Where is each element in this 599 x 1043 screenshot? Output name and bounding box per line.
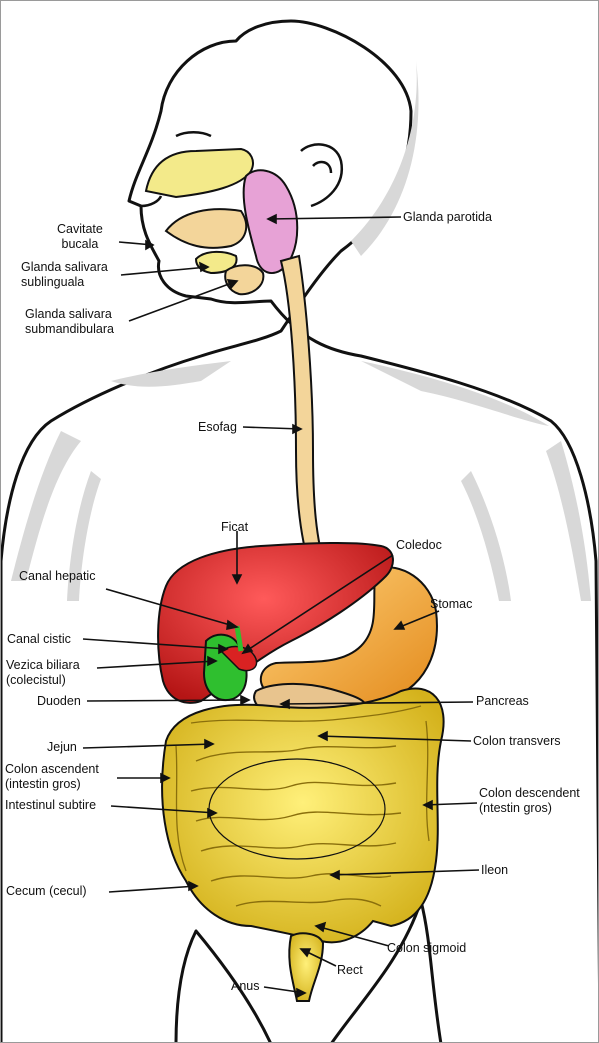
label-ficat: Ficat [221, 520, 249, 534]
label-esofag: Esofag [198, 420, 237, 434]
label-vezica-biliara-line2: (colecistul) [6, 673, 66, 687]
tongue [164, 208, 248, 249]
label-colon-descendent-line1: Colon descendent [479, 786, 580, 800]
ear [300, 143, 344, 208]
label-glanda-sublinguala: Glanda salivara sublinguala [21, 260, 108, 290]
rectum [288, 932, 325, 1002]
label-glanda-parotida: Glanda parotida [403, 210, 492, 224]
label-colon-ascendent-line1: Colon ascendent [5, 762, 99, 776]
label-stomac: Stomac [430, 597, 473, 611]
label-colon-ascendent-line2: (intestin gros) [5, 777, 81, 791]
leader-lines [82, 213, 480, 999]
label-glanda-submandibulara-line1: Glanda salivara [25, 307, 112, 321]
label-cecum: Cecum (cecul) [6, 884, 87, 898]
label-glanda-sublinguala-line2: sublinguala [21, 275, 85, 289]
label-glanda-submandibulara: Glanda salivara submandibulara [25, 307, 114, 337]
label-jejun: Jejun [47, 740, 77, 754]
label-cavitate-bucala-line2: bucala [61, 237, 99, 251]
body-outline [1, 19, 598, 1042]
label-colon-ascendent: Colon ascendent (intestin gros) [5, 762, 99, 792]
label-colon-descendent-line2: (ntestin gros) [479, 801, 552, 815]
label-colon-descendent: Colon descendent (ntestin gros) [479, 786, 580, 816]
label-vezica-biliara: Vezica biliara (colecistul) [6, 658, 80, 688]
label-colon-sigmoid: Colon sigmoid [387, 941, 467, 955]
label-pancreas: Pancreas [476, 694, 529, 708]
label-anus: Anus [231, 979, 260, 993]
small-intestine-coils [190, 745, 402, 907]
bile-duct [234, 625, 244, 652]
label-glanda-submandibulara-line2: submandibulara [25, 322, 114, 336]
label-rect: Rect [337, 963, 363, 977]
label-ileon: Ileon [481, 863, 509, 877]
label-intestinul-subtire: Intestinul subtire [5, 798, 97, 812]
colon [161, 687, 445, 944]
label-glanda-sublinguala-line1: Glanda salivara [21, 260, 108, 274]
label-cavitate-bucala-line1: Cavitate [57, 222, 103, 236]
label-vezica-biliara-line1: Vezica biliara [6, 658, 80, 672]
label-colon-transvers: Colon transvers [473, 734, 561, 748]
label-canal-cistic: Canal cistic [7, 632, 71, 646]
face-detail [140, 131, 212, 208]
label-duoden: Duoden [37, 694, 81, 708]
label-canal-hepatic: Canal hepatic [19, 569, 96, 583]
label-cavitate-bucala: Cavitate bucala [57, 222, 103, 252]
label-coledoc: Coledoc [396, 538, 442, 552]
nasal-cavity [144, 147, 254, 199]
